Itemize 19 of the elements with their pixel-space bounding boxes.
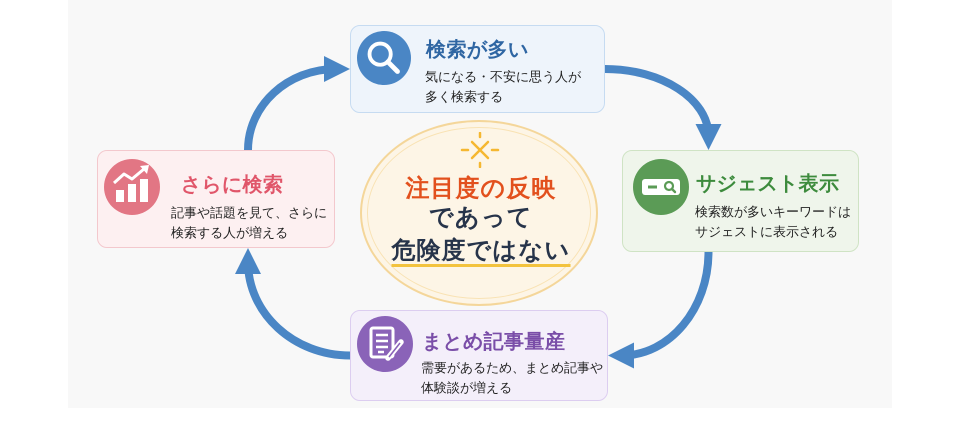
curved-arrow [244,56,350,150]
step-box [350,310,608,401]
box-title: さらに検索 [181,171,284,197]
statement-text: であって [429,203,533,231]
curved-arrow [604,65,720,150]
box-text: 記事や話題を見て、さらに検索する人が増える [171,205,328,243]
curved-arrow [608,252,712,368]
box-text: 検索数が多いキーワードはサジェストに表示される [695,204,852,242]
box-title: サジェスト表示 [696,170,840,196]
step-box [97,150,335,248]
curved-arrow [236,248,350,360]
box-title: 検索が多い [426,36,528,62]
box-text: 気になる・不安に思う人が多く検索する [425,69,582,107]
box-text: 需要があるため、まとめ記事や体験談が増える [421,360,604,398]
step-box [622,150,859,252]
step-box [350,25,605,113]
highlight-text: 注目度の反映 [406,174,556,202]
underlined-text: 危険度ではない [392,236,570,267]
box-title: まとめ記事量産 [422,328,566,354]
